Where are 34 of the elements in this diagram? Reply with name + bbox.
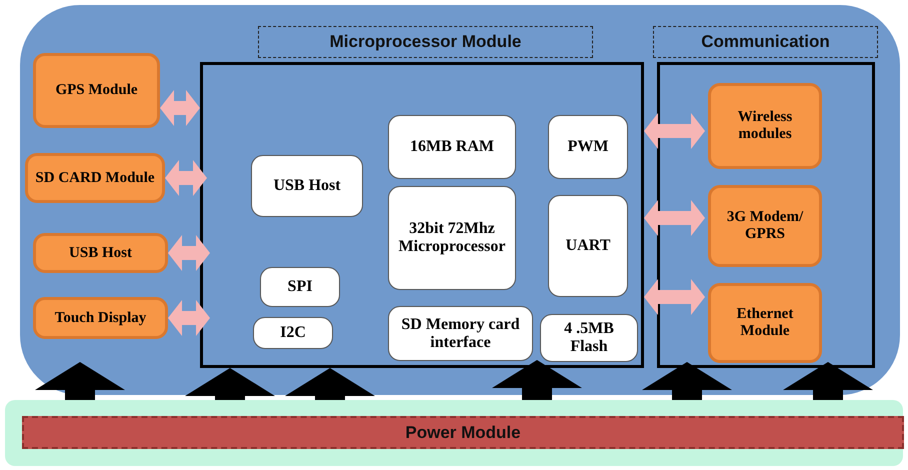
power-arrow — [492, 360, 582, 400]
double-arrow — [644, 113, 705, 149]
component-box: SPI — [260, 267, 340, 307]
component-box: 32bit 72Mhz Microprocessor — [388, 186, 516, 290]
power-arrow — [285, 368, 375, 400]
power-arrow — [783, 362, 873, 400]
component-box: I2C — [253, 317, 333, 349]
section-heading: Microprocessor Module — [258, 26, 593, 58]
component-box: UART — [548, 195, 628, 297]
power-module-bar: Power Module — [22, 416, 904, 449]
power-band — [5, 400, 903, 466]
double-arrow — [168, 300, 210, 336]
section-heading: Communication — [653, 26, 878, 58]
peripheral-box: SD CARD Module — [25, 153, 165, 203]
peripheral-box: Touch Display — [33, 297, 168, 339]
component-box: SD Memory card interface — [388, 306, 533, 361]
peripheral-box: USB Host — [33, 233, 168, 273]
power-arrow — [642, 362, 732, 400]
double-arrow — [165, 160, 207, 196]
component-box: PWM — [548, 115, 628, 179]
double-arrow — [168, 235, 210, 271]
component-box: 4 .5MB Flash — [540, 314, 638, 362]
power-arrow — [35, 362, 125, 400]
peripheral-box: Ethernet Module — [708, 283, 822, 363]
double-arrow — [644, 279, 705, 315]
board-panel — [20, 5, 900, 395]
component-box: 16MB RAM — [388, 115, 516, 179]
peripheral-box: Wireless modules — [708, 83, 822, 169]
peripheral-box: GPS Module — [33, 53, 160, 128]
power-arrow — [185, 368, 275, 400]
component-box: USB Host — [251, 155, 363, 217]
peripheral-box: 3G Modem/ GPRS — [708, 185, 822, 267]
double-arrow — [160, 90, 200, 126]
double-arrow — [644, 200, 705, 236]
